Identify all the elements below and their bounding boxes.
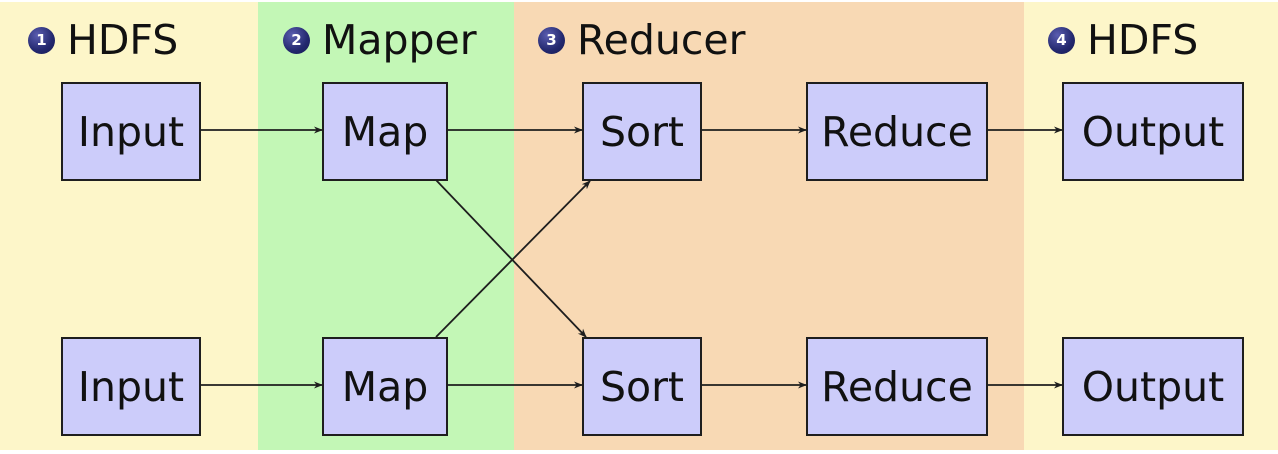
stage-header-mapper: 2 Mapper xyxy=(283,14,477,66)
stage-number-badge: 1 xyxy=(28,26,55,54)
stage-header-hdfs-input: 1 HDFS xyxy=(28,14,178,66)
output-box-1: Output xyxy=(1062,82,1244,181)
map-box-1: Map xyxy=(322,82,448,181)
reduce-box-2: Reduce xyxy=(806,337,988,436)
sort-box-1: Sort xyxy=(582,82,702,181)
edge-map1-to-sort2 xyxy=(435,179,587,338)
stage-header-hdfs-output: 4 HDFS xyxy=(1048,14,1198,66)
stage-number-badge: 3 xyxy=(538,26,565,54)
stage-label: HDFS xyxy=(67,15,179,64)
stage-header-reducer: 3 Reducer xyxy=(538,14,746,66)
reduce-box-1: Reduce xyxy=(806,82,988,181)
stage-label: HDFS xyxy=(1087,15,1199,64)
stage-number-badge: 4 xyxy=(1048,26,1075,54)
sort-box-2: Sort xyxy=(582,337,702,436)
output-box-2: Output xyxy=(1062,337,1244,436)
map-box-2: Map xyxy=(322,337,448,436)
stage-number-badge: 2 xyxy=(283,26,310,54)
stage-label: Mapper xyxy=(322,15,477,64)
edge-map2-to-sort1 xyxy=(435,180,591,338)
input-box-1: Input xyxy=(61,82,201,181)
input-box-2: Input xyxy=(61,337,201,436)
stage-label: Reducer xyxy=(577,15,746,64)
